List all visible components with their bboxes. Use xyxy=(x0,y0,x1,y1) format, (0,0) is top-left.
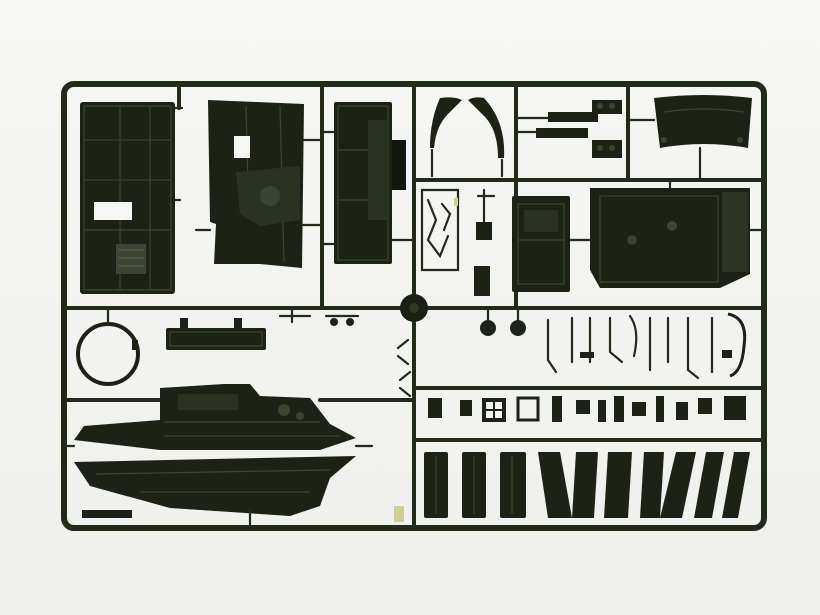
sprue-tag xyxy=(394,506,404,522)
sprue-hub-center xyxy=(409,303,419,313)
part-turret-hull-top xyxy=(74,384,356,450)
part-angled-panel xyxy=(208,100,304,268)
part-hull-panel-left xyxy=(80,102,175,294)
part-hatch-ring xyxy=(76,308,140,386)
part-wheels-small xyxy=(480,308,526,336)
part-brackets xyxy=(420,188,496,296)
part-curved-shield xyxy=(626,95,752,182)
sprue-outer-frame xyxy=(61,81,767,531)
part-curved-fenders xyxy=(430,97,505,178)
part-tall-panel xyxy=(334,102,406,264)
part-handles-rods xyxy=(546,312,747,380)
part-hull-box xyxy=(590,188,750,288)
part-side-skirts xyxy=(424,452,750,518)
part-row-small-components xyxy=(428,396,746,422)
part-grille-blocks xyxy=(514,100,622,158)
part-hull-lower-plate xyxy=(74,456,356,516)
part-small-strip xyxy=(82,510,132,518)
part-long-bar xyxy=(166,318,266,350)
part-engine-box xyxy=(512,196,570,292)
part-small-pegs xyxy=(278,308,412,398)
